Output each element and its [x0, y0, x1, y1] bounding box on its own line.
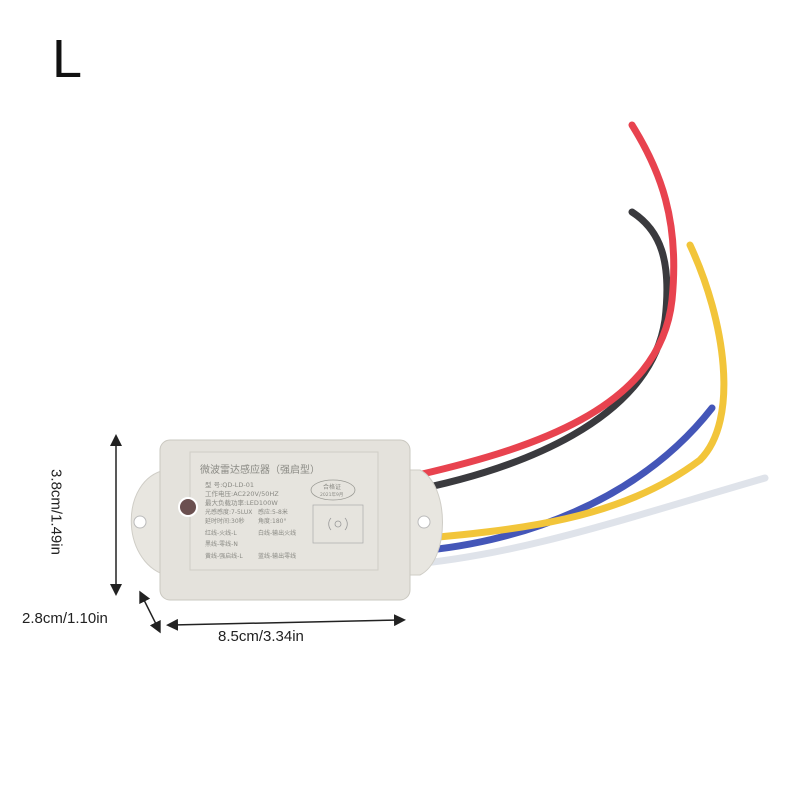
label-load: 最大负载功率:LED100W — [205, 498, 278, 507]
label-cert-date: 2021年9月 — [320, 491, 343, 498]
blue-wire — [401, 404, 716, 556]
white-wire — [401, 474, 769, 569]
depth-dimension: 2.8cm/1.10in — [22, 610, 108, 627]
depth-arrow — [139, 590, 161, 634]
width-dimension: 8.5cm/3.34in — [218, 628, 304, 645]
label-title: 微波雷达感应器（强启型） — [200, 463, 320, 476]
label-model: 型 号:QD-LD-01 — [205, 480, 254, 489]
red-wire — [401, 121, 678, 482]
label-range: 感应:5-8米 — [258, 508, 288, 516]
label-wire-white: 白线-输出火线 — [258, 529, 296, 537]
width-arrow — [166, 614, 406, 631]
mount-hole — [133, 515, 147, 529]
label-delay: 延时时间:30秒 — [205, 517, 245, 525]
variant-label: L — [52, 29, 83, 89]
black-wire — [401, 208, 671, 496]
label-wire-yellow: 黄线-强启线-L — [205, 552, 243, 560]
mount-hole — [417, 515, 431, 529]
height-dimension: 3.8cm/1.49in — [47, 469, 65, 555]
label-cert: 合格证 — [323, 483, 341, 491]
label-light: 光感感度:7-5LUX — [205, 508, 252, 516]
yellow-wire — [401, 241, 728, 544]
label-angle: 角度:180° — [258, 517, 286, 525]
label-voltage: 工作电压:AC220V/50HZ — [205, 489, 279, 498]
wires — [401, 121, 769, 569]
label-wire-blue: 蓝线-输出零线 — [258, 552, 296, 560]
label-wire-black: 黑线-零线-N — [205, 540, 238, 548]
radar-wave-icon — [328, 517, 348, 531]
light-sensor — [178, 497, 198, 517]
label-wire-red: 红线-火线-L — [205, 529, 237, 537]
